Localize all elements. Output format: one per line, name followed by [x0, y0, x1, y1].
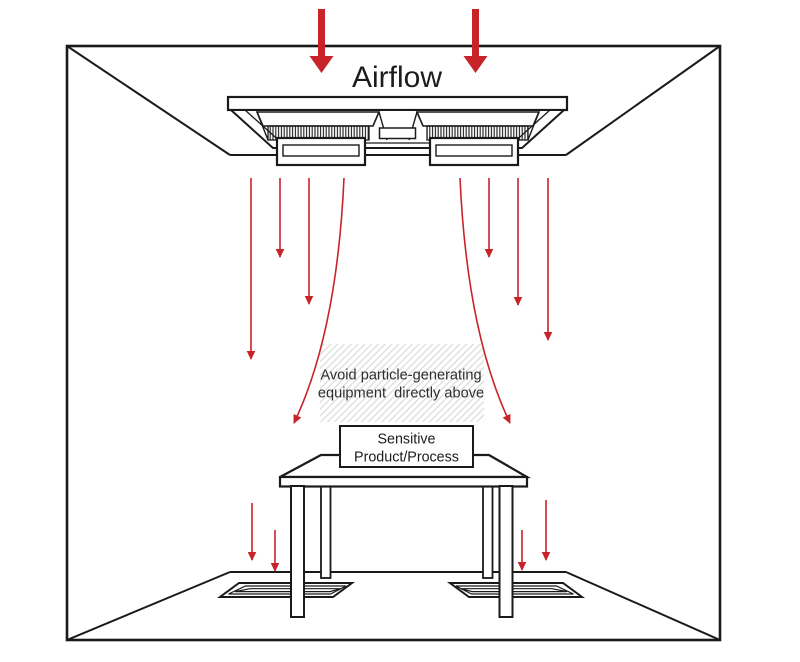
- sensitive-product-label-line2: Product/Process: [354, 450, 459, 466]
- hepa-filter-left-frame: [255, 111, 381, 127]
- diffuser-right-inner: [435, 144, 513, 157]
- floor-grille-right-outer: [446, 582, 586, 598]
- room-perspective-edges: [66, 45, 721, 641]
- airflow-title: Airflow: [352, 61, 442, 94]
- floor-grille-right-mid: [455, 585, 574, 595]
- table-leg-front-right: [498, 485, 514, 618]
- avoid-note-line1: Avoid particle-generating: [320, 368, 481, 384]
- downflow-arrows: [246, 177, 553, 424]
- hepa-filter-right-frame: [415, 111, 541, 127]
- avoid-note-line2: equipment directly above: [318, 386, 484, 402]
- ffu-top-plate: [226, 95, 569, 112]
- diffuser-right: [428, 136, 520, 167]
- floor-return-arrows: [247, 500, 551, 572]
- floor-grille-left: [216, 582, 356, 598]
- floor-grille-right-slot: [460, 588, 568, 593]
- ceiling-ffu-unit: [226, 95, 569, 167]
- deflected-airflow-arrow-right: [459, 177, 511, 424]
- deflected-airflow-arrow-left: [293, 177, 345, 424]
- diffuser-left: [275, 136, 367, 167]
- floor-grille-left-mid: [228, 585, 347, 595]
- ffu-center-bridge: [378, 127, 417, 140]
- diffuser-left-inner: [282, 144, 360, 157]
- airflow-inlet-arrow-right: [463, 9, 488, 73]
- floor-grille-left-slot: [234, 588, 342, 593]
- avoid-zone: Avoid particle-generating equipment dire…: [318, 344, 484, 422]
- airflow-inlet-arrow-left: [309, 9, 334, 73]
- table-leg-front-left: [290, 485, 305, 618]
- floor-grille-left-outer: [216, 582, 356, 598]
- table-leg-back-left: [320, 485, 332, 579]
- sensitive-product-box: Sensitive Product/Process: [339, 425, 474, 468]
- sensitive-product-label-line1: Sensitive: [377, 432, 435, 448]
- avoid-zone-hatch: [320, 344, 484, 422]
- floor-grille-right: [446, 582, 586, 598]
- sensitive-product-box-outline: [339, 425, 474, 468]
- hepa-filter-left: [255, 111, 388, 141]
- table-top-front-edge: [278, 475, 529, 488]
- table-leg-back-right: [482, 485, 494, 579]
- hepa-filter-right: [408, 111, 541, 141]
